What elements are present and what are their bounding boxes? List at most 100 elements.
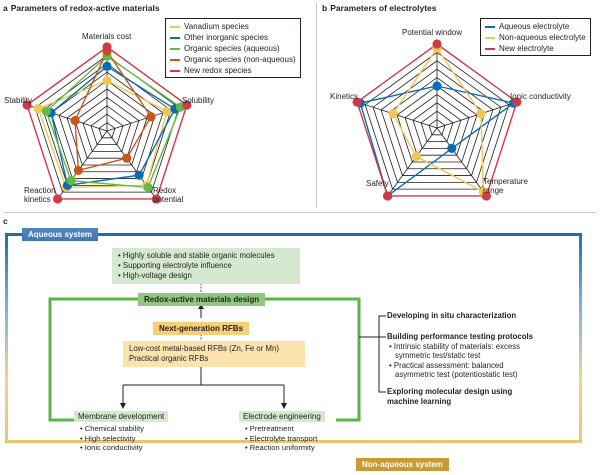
legend-swatch [485, 36, 495, 39]
next-gen-rfbs-title: Next-generation RFBs [153, 322, 250, 335]
data-point [481, 191, 491, 201]
legend-label: New redox species [184, 66, 252, 75]
axis-label-kinetics: Kinetics [330, 92, 359, 101]
data-point [122, 153, 132, 163]
legend-label: New electrolyte [499, 44, 554, 53]
testing-bullet-2: • Practical assessment: balanced [389, 360, 504, 370]
grid-ring [380, 68, 494, 176]
design-frame [48, 283, 386, 422]
legend-swatch [170, 58, 180, 61]
series-line [37, 79, 168, 189]
data-point [182, 100, 192, 110]
radar-chart-b [352, 39, 522, 201]
data-point [33, 104, 43, 114]
legend-label: Organic species (non-aqueous) [184, 55, 296, 64]
panel-c-letter: c [3, 216, 8, 226]
aqueous-system-tag: Aqueous system [22, 228, 99, 241]
series-line [356, 43, 518, 197]
data-point [102, 42, 112, 52]
grid-ring [82, 105, 132, 152]
data-point [143, 182, 153, 193]
data-point [388, 109, 398, 119]
electrode-item: Reaction uniformity [245, 443, 317, 453]
legend-label: Vanadium species [184, 22, 249, 31]
axis-label-temperature-range: Temperature range [483, 177, 533, 195]
legend-swatch [170, 36, 180, 39]
data-point [53, 194, 63, 204]
legend-swatch [170, 25, 180, 28]
panel-b-title-text: Parameters of electrolytes [330, 3, 437, 13]
materials-goal-item: Highly soluble and stable organic molecu… [118, 251, 294, 261]
axis-label-reaction-kinetics: Reaction kinetics [24, 186, 64, 204]
legend-swatch [170, 47, 180, 50]
data-point [22, 100, 32, 110]
series-line [50, 65, 176, 187]
testing-bullet-text: Practical assessment: balanced [393, 360, 504, 370]
axis-label-safety: Safety [366, 179, 389, 188]
axis-spoke [436, 127, 487, 197]
grid-ring [372, 60, 502, 183]
next-gen-item: Practical organic RFBs [129, 354, 209, 363]
grid-ring [428, 119, 446, 136]
series-line [392, 46, 485, 194]
data-point [432, 81, 442, 91]
frame-left-edge [5, 233, 8, 443]
data-point [432, 39, 442, 49]
legend-entry: Organic species (aqueous) [170, 43, 296, 54]
legend-entry: Vanadium species [170, 21, 296, 32]
green-frame-left [48, 297, 140, 422]
legend-entry: Other inorganic species [170, 32, 296, 43]
axis-label-text: Temperature range [483, 177, 528, 195]
axis-label-text: Redox potential [153, 186, 184, 204]
data-point [70, 116, 80, 126]
legend-swatch [485, 25, 495, 28]
grid-ring [404, 93, 470, 156]
membrane-item: Chemical stability [80, 424, 144, 434]
legend-swatch [170, 69, 180, 72]
data-point [476, 109, 486, 119]
axis-label-text: Reaction kinetics [24, 186, 56, 204]
data-point [151, 194, 161, 204]
data-point [41, 106, 51, 116]
grid-ring [98, 122, 116, 139]
data-point [447, 143, 457, 153]
insitu-characterization: Developing in situ characterization [387, 311, 517, 320]
axis-spoke [387, 127, 438, 197]
panel-b-letter: b [322, 3, 328, 13]
data-point [102, 76, 112, 86]
grid-ring [66, 88, 148, 166]
panel-a-title-text: Parameters of redox-active materials [10, 3, 160, 13]
data-point [102, 61, 112, 71]
data-point [134, 170, 144, 180]
axis-label-redox-potential: Redox potential [153, 186, 193, 204]
electrode-bullets: PretreatmentElectrolyte transportReactio… [245, 424, 318, 453]
grid-ring [74, 96, 140, 159]
grid-ring [90, 113, 124, 145]
materials-goals-list: Highly soluble and stable organic molecu… [118, 251, 294, 281]
electrode-item: Electrolyte transport [245, 434, 318, 444]
data-point [383, 191, 393, 201]
materials-goals-box: Highly soluble and stable organic molecu… [112, 248, 300, 284]
series-line [45, 55, 182, 189]
data-point [73, 165, 83, 176]
next-gen-item: Low-cost metal-based RFBs (Zn, Fe or Mn) [129, 344, 279, 353]
right-branch-item-2: Building performance testing protocols •… [387, 332, 533, 380]
membrane-list: Chemical stabilityHigh selectivityIonic … [80, 424, 144, 453]
materials-goal-item: Supporting electrolyte influence [118, 261, 294, 271]
axis-label-materials-cost: Materials cost [82, 32, 132, 41]
series-line [26, 46, 188, 200]
data-point [352, 97, 362, 107]
right-branch-item-1: Developing in situ characterization [387, 311, 516, 321]
testing-protocols-title: Building performance testing protocols [387, 332, 533, 341]
arrow-down-electrode [281, 403, 287, 409]
next-gen-rfbs-box: Low-cost metal-based RFBs (Zn, Fe or Mn)… [123, 341, 305, 367]
legend-entry: New electrolyte [485, 43, 586, 54]
membrane-item: High selectivity [80, 434, 144, 444]
legend-label: Aqueous electrolyte [499, 22, 570, 31]
panel-divider-horizontal [3, 212, 597, 213]
arrow-down-membrane [120, 403, 126, 409]
panel-a-letter: a [3, 3, 8, 13]
axis-label-stability: Stability [4, 96, 33, 105]
